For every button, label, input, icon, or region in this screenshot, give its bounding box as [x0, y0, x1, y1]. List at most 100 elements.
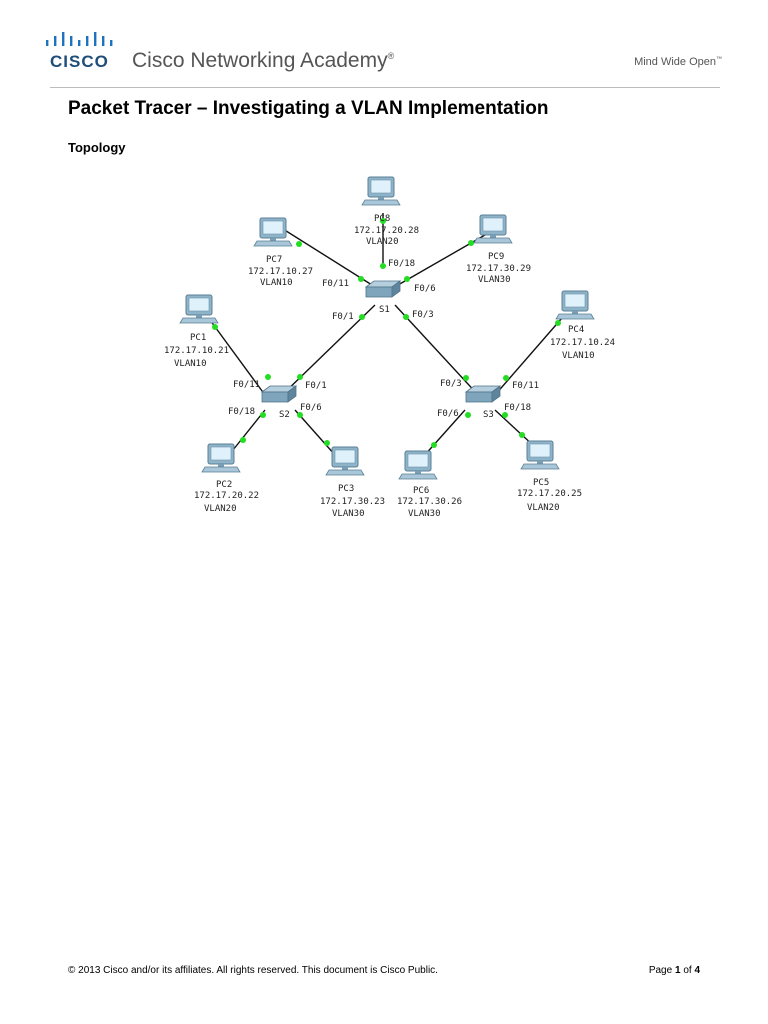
pc-vlan: VLAN30 [332, 509, 365, 519]
link-s2-pc2 [232, 409, 266, 451]
footer-copyright: © 2013 Cisco and/or its affiliates. All … [68, 965, 438, 976]
status-dot [404, 276, 410, 282]
switch-s2[interactable]: S2 [261, 385, 297, 420]
pc-name: PC3 [338, 484, 354, 494]
status-dot [431, 442, 437, 448]
pc-node-pc5[interactable]: PC5 172.17.20.25 VLAN20 [517, 440, 582, 513]
pc-node-pc3[interactable]: PC3 172.17.30.23 VLAN30 [320, 446, 385, 519]
link-s3-pc4 [494, 317, 563, 396]
pc-vlan: VLAN10 [562, 351, 595, 361]
pc-ip: 172.17.20.22 [194, 491, 259, 501]
tagline-trademark: ™ [716, 56, 722, 63]
status-dot [463, 375, 469, 381]
port-label: F0/18 [504, 403, 531, 413]
status-dot [465, 412, 471, 418]
pc-name: PC4 [568, 325, 584, 335]
pc-ip: 172.17.20.28 [354, 226, 419, 236]
tagline-text: Mind Wide Open [634, 56, 716, 68]
pc-name: PC7 [266, 255, 282, 265]
pc-ip: 172.17.20.25 [517, 489, 582, 499]
switch-s1[interactable]: S1 [365, 280, 401, 315]
tagline: Mind Wide Open™ [634, 56, 722, 68]
status-dot [359, 314, 365, 320]
link-s2-pc1 [209, 319, 266, 396]
status-dot [380, 263, 386, 269]
pc-ip: 172.17.10.27 [248, 267, 313, 277]
cisco-bridge-logo-icon [46, 32, 113, 46]
port-label: F0/6 [437, 409, 459, 419]
page-current: 1 [674, 965, 681, 976]
port-label: F0/3 [412, 310, 434, 320]
status-dot [240, 437, 246, 443]
status-dot [297, 374, 303, 380]
pc-icon [361, 176, 401, 206]
pc-icon [520, 440, 560, 470]
status-dot [519, 432, 525, 438]
pc-vlan: VLAN10 [174, 359, 207, 369]
pc-icon [555, 290, 595, 320]
pc-icon [201, 443, 241, 473]
status-dot [324, 440, 330, 446]
pc-icon [473, 214, 513, 244]
cisco-wordmark: CISCO [50, 52, 109, 71]
switch-label: S3 [483, 410, 494, 420]
link-s1-pc7 [282, 228, 373, 286]
pc-ip: 172.17.10.24 [550, 338, 615, 348]
pc-vlan: VLAN20 [204, 504, 237, 514]
status-dot [403, 314, 409, 320]
header-divider [50, 87, 720, 88]
pc-icon [398, 450, 438, 480]
pc-node-pc1[interactable]: PC1 172.17.10.21 VLAN10 [164, 294, 229, 369]
switch-s3[interactable]: S3 [465, 385, 501, 420]
status-dot [502, 412, 508, 418]
status-dot [358, 276, 364, 282]
switch-icon [261, 385, 297, 403]
topology-diagram: S1 S2 S3 PC8 172.17.20.28 VLAN20 PC7 172… [164, 176, 615, 519]
pc-vlan: VLAN30 [408, 509, 441, 519]
status-dot [468, 240, 474, 246]
page-word: Page [648, 965, 673, 976]
link-s1-s3 [394, 304, 481, 398]
page-of: of [683, 965, 692, 976]
port-label: F0/18 [228, 407, 255, 417]
document-title: Packet Tracer – Investigating a VLAN Imp… [68, 98, 549, 119]
pc-ip: 172.17.30.23 [320, 497, 385, 507]
link-status-indicators [212, 218, 561, 448]
pc-vlan: VLAN20 [527, 503, 560, 513]
port-label: F0/11 [233, 380, 260, 390]
switch-icon [365, 280, 401, 298]
pc-vlan: VLAN20 [366, 237, 399, 247]
port-label: F0/1 [332, 312, 354, 322]
pc-ip: 172.17.30.29 [466, 264, 531, 274]
pc-name: PC9 [488, 252, 504, 262]
pc-node-pc6[interactable]: PC6 172.17.30.26 VLAN30 [397, 450, 462, 519]
academy-title-text: Cisco Networking Academy [132, 49, 388, 72]
pc-node-pc9[interactable]: PC9 172.17.30.29 VLAN30 [466, 214, 531, 285]
port-label: F0/11 [512, 381, 539, 391]
pc-name: PC2 [216, 480, 232, 490]
pc-node-pc7[interactable]: PC7 172.17.10.27 VLAN10 [248, 217, 313, 288]
pc-icon [179, 294, 219, 324]
pc-name: PC5 [533, 478, 549, 488]
status-dot [555, 320, 561, 326]
switch-icon [465, 385, 501, 403]
pc-name: PC6 [413, 486, 429, 496]
pc-name: PC8 [374, 214, 390, 224]
port-label: F0/1 [305, 381, 327, 391]
link-s2-pc3 [294, 409, 336, 456]
pc-node-pc4[interactable]: PC4 172.17.10.24 VLAN10 [550, 290, 615, 361]
academy-title: Cisco Networking Academy® [132, 49, 394, 73]
status-dot [260, 412, 266, 418]
status-dot [297, 412, 303, 418]
pc-node-pc2[interactable]: PC2 172.17.20.22 VLAN20 [194, 443, 259, 514]
pc-name: PC1 [190, 333, 206, 343]
port-label: F0/18 [388, 259, 415, 269]
status-dot [212, 324, 218, 330]
pc-node-pc8[interactable]: PC8 172.17.20.28 VLAN20 [354, 176, 419, 247]
status-dot [380, 218, 386, 224]
link-s1-s2 [279, 304, 376, 398]
page-header: CISCO Cisco Networking Academy® Mind Wid… [0, 0, 768, 90]
port-label: F0/3 [440, 379, 462, 389]
status-dot [296, 241, 302, 247]
switch-label: S1 [379, 305, 390, 315]
